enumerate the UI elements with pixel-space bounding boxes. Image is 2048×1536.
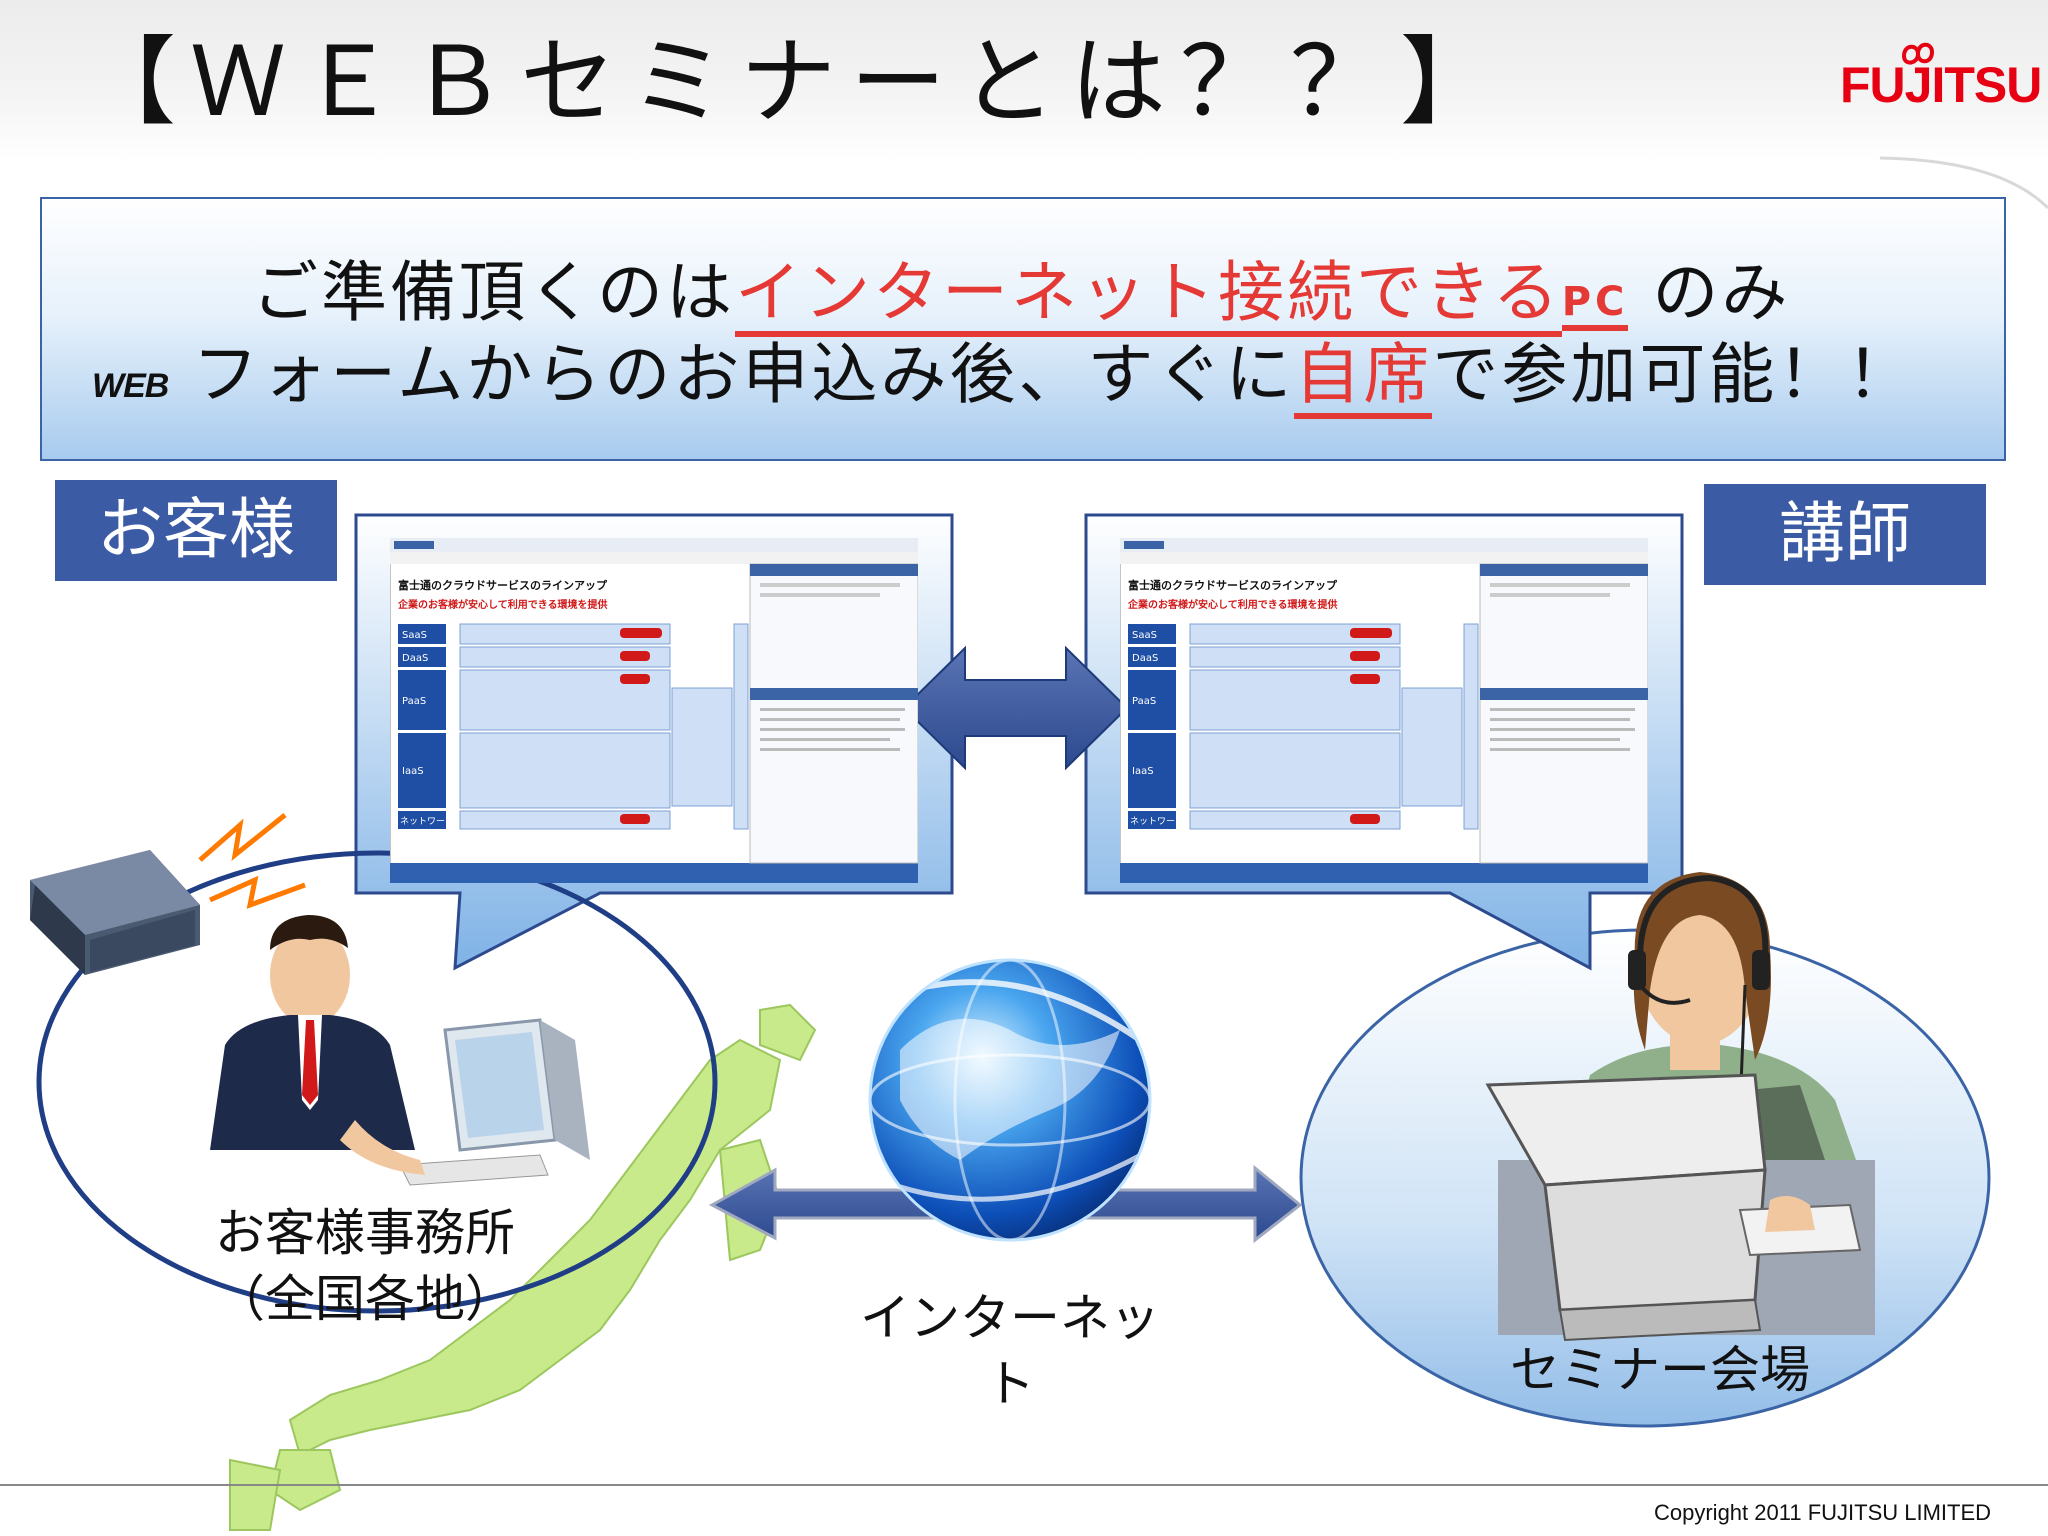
speaker-icon [30,850,200,975]
internet-label-line-1: インターネッ [860,1289,1160,1347]
info-line-2: WEB フォームからのお申込み後、すぐに自席で参加可能！！ [92,321,1916,419]
info-text: で参加可能！！ [1432,336,1916,413]
screen-row-label: PaaS [402,696,426,707]
screen-row-label: IaaS [1132,766,1154,777]
web-text: WEB [92,367,169,405]
internet-label: インターネッ ト [860,1285,1160,1417]
info-text: ご準備頂くのは [252,254,735,331]
screen-row-label: ネットワーク [1130,816,1184,827]
globe-icon [868,958,1152,1242]
info-text: のみ [1652,254,1791,331]
businessman-illustration [210,915,590,1186]
screen-row-label: PaaS [1132,696,1156,707]
signal-lightning-icon [198,813,306,909]
highlight-own-seat: 自席 [1294,336,1433,419]
screen-heading: 富士通のクラウドサービスのラインアップ [398,578,608,592]
screen-row-label: ネットワーク [400,816,454,827]
screen-heading: 富士通のクラウドサービスのラインアップ [1128,578,1338,592]
screen-subheading: 企業のお客様が安心して利用できる環境を提供 [1127,598,1338,611]
screen-row-label: DaaS [402,653,428,664]
fujitsu-logo: FUJITSU [1840,57,2042,113]
seminar-venue-label: セミナー会場 [1510,1341,1810,1399]
header-band [0,0,2048,160]
lecturer-computer [1485,1073,1875,1342]
customer-label: お客様 [55,480,337,581]
page-title: 【ＷＥＢセミナーとは？？】 [80,26,1510,138]
lecturer-label: 講師 [1704,484,1986,585]
info-line-1: ご準備頂くのはインターネット接続できるPC のみ [252,239,1791,337]
customer-office-line-1: お客様事務所 [215,1204,515,1262]
customer-bubble [36,850,718,1314]
internet-label-line-2: ト [985,1355,1035,1413]
highlight-pc: PC [1561,279,1629,331]
logo-infinity-icon [1901,42,1935,65]
customer-screen-mockup: 富士通のクラウドサービスのラインアップ 企業のお客様が安心して利用できる環境を提… [390,538,918,883]
footer-divider [0,1484,2048,1486]
copyright-text: Copyright 2011 FUJITSU LIMITED [1654,1500,1992,1525]
lecturer-screen-mockup: 富士通のクラウドサービスのラインアップ 企業のお客様が安心して利用できる環境を提… [1120,538,1648,883]
screen-row-label: SaaS [402,630,427,641]
customer-office-line-2: （全国各地） [215,1270,515,1328]
screen-row-label: SaaS [1132,630,1157,641]
screen-row-label: IaaS [402,766,424,777]
info-box: ご準備頂くのはインターネット接続できるPC のみ WEB フォームからのお申込み… [40,197,2006,461]
screen-row-label: DaaS [1132,653,1158,664]
info-text: フォームからのお申込み後、すぐに [192,336,1295,413]
customer-office-label: お客様事務所 （全国各地） [215,1200,515,1332]
screen-subheading: 企業のお客様が安心して利用できる環境を提供 [397,598,608,611]
highlight-internet-connection: インターネット接続できる [735,254,1562,337]
